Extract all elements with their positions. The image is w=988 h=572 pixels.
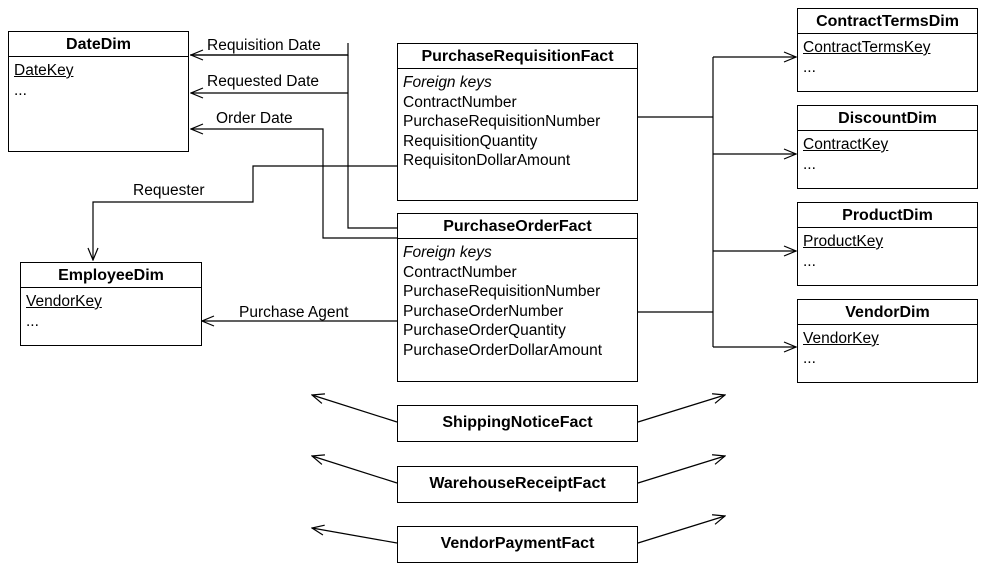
discountdim-more: ...	[803, 155, 816, 173]
requisition-field: ContractNumber	[403, 93, 517, 111]
vendordim-key: VendorKey	[803, 330, 879, 347]
datedim-title: DateDim	[9, 32, 188, 57]
discountdim-key: ContractKey	[803, 136, 889, 153]
label-purchase-agent: Purchase Agent	[239, 304, 349, 321]
requisition-field: RequisitionQuantity	[403, 132, 538, 150]
shipping-right-arrow	[637, 395, 725, 423]
requisition-fk-label: Foreign keys	[403, 74, 492, 91]
contracttermsdim-entity: ContractTermsDim ContractTermsKey ...	[797, 8, 978, 92]
vendordim-entity: VendorDim VendorKey ...	[797, 299, 978, 383]
edge-requested-date	[347, 55, 397, 229]
purchase-requisition-fact-entity: PurchaseRequisitionFact Foreign keys Con…	[397, 43, 638, 201]
warehouse-right-arrow	[637, 456, 725, 484]
order-fk-label: Foreign keys	[403, 244, 492, 261]
datedim-key: DateKey	[14, 62, 74, 79]
contracttermsdim-key: ContractTermsKey	[803, 39, 931, 56]
productdim-more: ...	[803, 252, 816, 270]
employeedim-title: EmployeeDim	[21, 263, 201, 288]
order-field: ContractNumber	[403, 263, 517, 281]
requisition-field: RequisitonDollarAmount	[403, 152, 571, 169]
discountdim-title: DiscountDim	[798, 106, 977, 131]
order-field: PurchaseRequisitionNumber	[403, 283, 601, 300]
payment-right-arrow	[637, 516, 725, 544]
label-order-date: Order Date	[216, 110, 293, 127]
purchase-order-fact-entity: PurchaseOrderFact Foreign keys ContractN…	[397, 213, 638, 382]
datedim-more: ...	[14, 81, 27, 99]
order-field: PurchaseOrderQuantity	[403, 322, 566, 339]
employeedim-key: VendorKey	[26, 293, 102, 310]
label-requisition-date: Requisition Date	[207, 37, 321, 54]
employeedim-entity: EmployeeDim VendorKey ...	[20, 262, 202, 346]
warehouse-left-arrow	[312, 456, 398, 484]
productdim-title: ProductDim	[798, 203, 977, 228]
order-field: PurchaseOrderDollarAmount	[403, 341, 603, 359]
edge-requester	[93, 165, 397, 260]
requisition-field: PurchaseRequisitionNumber	[403, 113, 601, 130]
vendordim-more: ...	[803, 349, 816, 367]
productdim-key: ProductKey	[803, 233, 884, 250]
purchase-order-fact-title: PurchaseOrderFact	[398, 214, 637, 239]
vendor-payment-fact-entity: VendorPaymentFact	[397, 526, 638, 563]
shipping-left-arrow	[312, 395, 398, 423]
datedim-entity: DateDim DateKey ...	[8, 31, 189, 152]
order-field: PurchaseOrderNumber	[403, 302, 564, 320]
contracttermsdim-more: ...	[803, 58, 816, 76]
edge-order-date	[191, 129, 397, 239]
vendordim-title: VendorDim	[798, 300, 977, 325]
warehouse-receipt-fact-entity: WarehouseReceiptFact	[397, 466, 638, 503]
productdim-entity: ProductDim ProductKey ...	[797, 202, 978, 286]
discountdim-entity: DiscountDim ContractKey ...	[797, 105, 978, 189]
purchase-requisition-fact-title: PurchaseRequisitionFact	[398, 44, 637, 69]
contracttermsdim-title: ContractTermsDim	[798, 9, 977, 34]
label-requested-date: Requested Date	[207, 73, 320, 90]
label-requester: Requester	[133, 182, 205, 199]
shipping-notice-fact-entity: ShippingNoticeFact	[397, 405, 638, 442]
payment-left-arrow	[312, 528, 398, 544]
employeedim-more: ...	[26, 312, 39, 330]
